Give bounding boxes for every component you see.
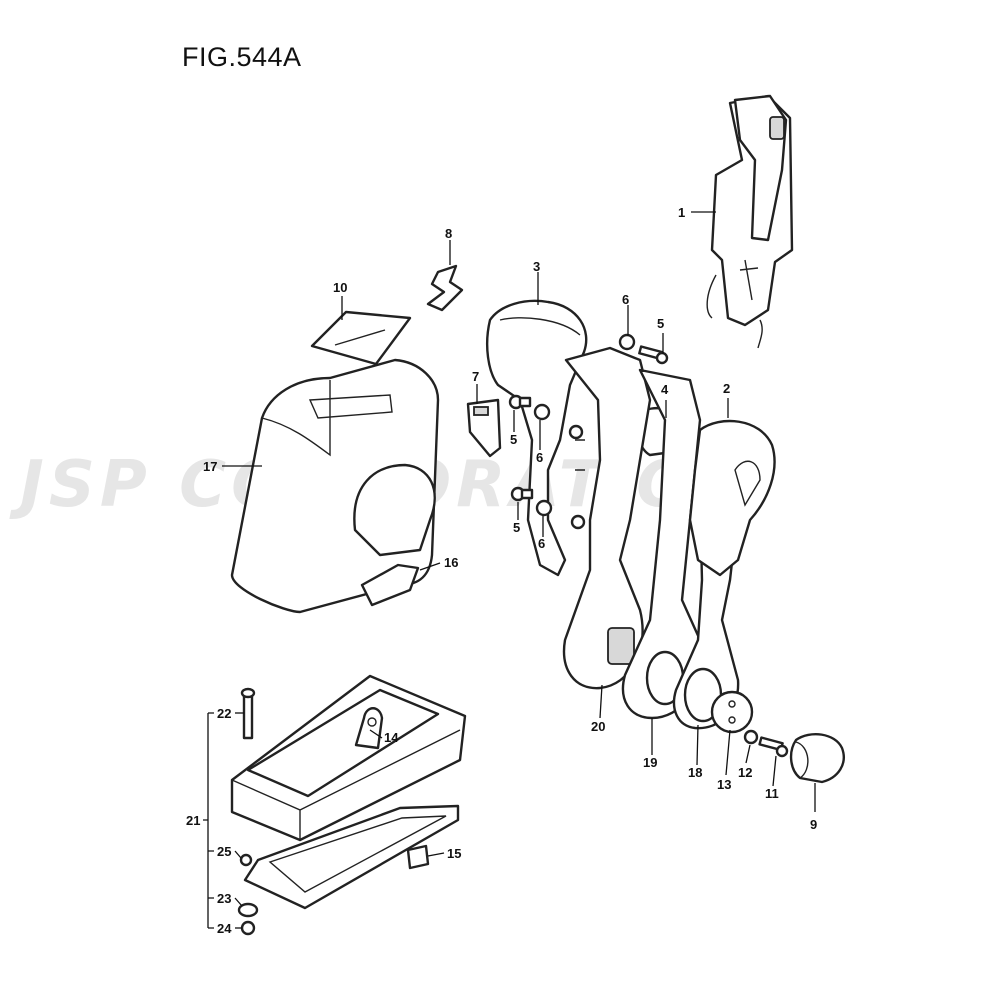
part-22-bolt	[240, 687, 256, 740]
callout-6-upper-left: 6	[536, 450, 543, 465]
part-5-screw-lower-left	[510, 486, 534, 502]
part-6-washer-lower-left	[535, 499, 553, 517]
callout-9: 9	[810, 817, 817, 832]
callout-5-upper-left: 5	[510, 432, 517, 447]
callout-8: 8	[445, 226, 452, 241]
part-1-lever-handle	[706, 94, 794, 349]
callout-3: 3	[533, 259, 540, 274]
callout-2: 2	[723, 381, 730, 396]
base-gasket-plate	[243, 804, 460, 910]
leader-lines	[203, 211, 816, 929]
callout-19: 19	[643, 755, 657, 770]
part-15-clamp	[406, 844, 430, 870]
part-5-screw-upper-right	[638, 345, 669, 365]
callout-22: 22	[217, 706, 231, 721]
callout-1: 1	[678, 205, 685, 220]
figure-title: FIG.544A	[182, 42, 302, 72]
part-10-label-plate	[310, 310, 412, 366]
callout-15: 15	[447, 846, 461, 861]
part-25-spacer	[239, 853, 253, 867]
callout-14: 14	[384, 730, 399, 745]
part-13-plate	[710, 690, 754, 734]
callout-6-upper-right: 6	[622, 292, 629, 307]
callout-25: 25	[217, 844, 231, 859]
part-6-washer-upper-left	[533, 403, 551, 421]
callout-21: 21	[186, 813, 200, 828]
part-3-side-plate	[485, 299, 588, 577]
callout-6-lower-left: 6	[538, 536, 545, 551]
part-11-screw	[758, 736, 789, 758]
part-21-base-block	[230, 674, 467, 842]
callout-20: 20	[591, 719, 605, 734]
callout-17: 17	[203, 459, 217, 474]
part-5-screw-upper-left	[508, 394, 532, 410]
part-17-cover	[230, 358, 440, 614]
callout-12: 12	[738, 765, 752, 780]
part-7-bracket	[466, 398, 502, 458]
callout-5-upper-right: 5	[657, 316, 664, 331]
callout-5-lower-left: 5	[513, 520, 520, 535]
part-20-housing	[562, 346, 652, 690]
part-12-washer	[743, 729, 759, 745]
callout-11: 11	[765, 786, 779, 801]
part-23-washer	[237, 902, 259, 918]
part-24-nut	[240, 920, 256, 936]
callout-7: 7	[472, 369, 479, 384]
part-6-washer-upper-right	[618, 333, 636, 351]
part-14-cable-holder	[354, 707, 384, 750]
part-2-grip-body	[688, 419, 776, 577]
callout-10: 10	[333, 280, 347, 295]
part-9-knob	[789, 732, 845, 784]
callout-16: 16	[444, 555, 458, 570]
callout-24: 24	[217, 921, 232, 936]
part-16-clip	[360, 563, 420, 607]
callout-13: 13	[717, 777, 731, 792]
part-8-emblem	[426, 264, 464, 312]
callout-23: 23	[217, 891, 231, 906]
callout-18: 18	[688, 765, 702, 780]
callout-4: 4	[661, 382, 669, 397]
